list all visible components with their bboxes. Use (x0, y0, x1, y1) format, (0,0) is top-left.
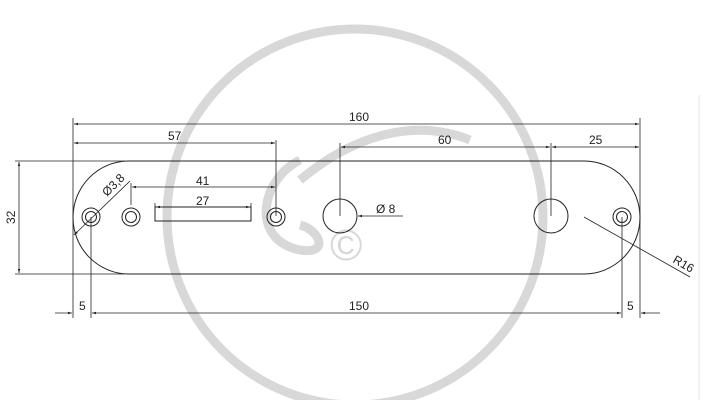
dim-overall-length: 160 (349, 110, 369, 124)
dim-height: 32 (4, 210, 18, 224)
dimension-lines (17, 122, 691, 315)
dim-slot-length: 27 (196, 194, 210, 208)
extension-lines (15, 118, 641, 318)
dim-pot-to-end: 25 (589, 133, 603, 147)
dim-large-hole-diameter: Ø 8 (376, 202, 396, 216)
dim-mount-spacing: 150 (349, 299, 369, 313)
dim-hole-span: 41 (196, 174, 210, 188)
dim-edge-left: 5 (79, 299, 86, 313)
dim-small-hole-diameter: Ø3,8 (99, 171, 128, 200)
dim-pot-to-pot: 60 (438, 133, 452, 147)
watermark-copyright: © (330, 221, 362, 270)
plate-outline (72, 160, 641, 275)
dim-end-radius: R16 (671, 252, 697, 275)
dim-first-to-pot: 57 (168, 129, 182, 143)
watermark-logo: © (162, 24, 548, 400)
switch-hole-left (121, 207, 141, 227)
dim-edge-right: 5 (627, 299, 634, 313)
